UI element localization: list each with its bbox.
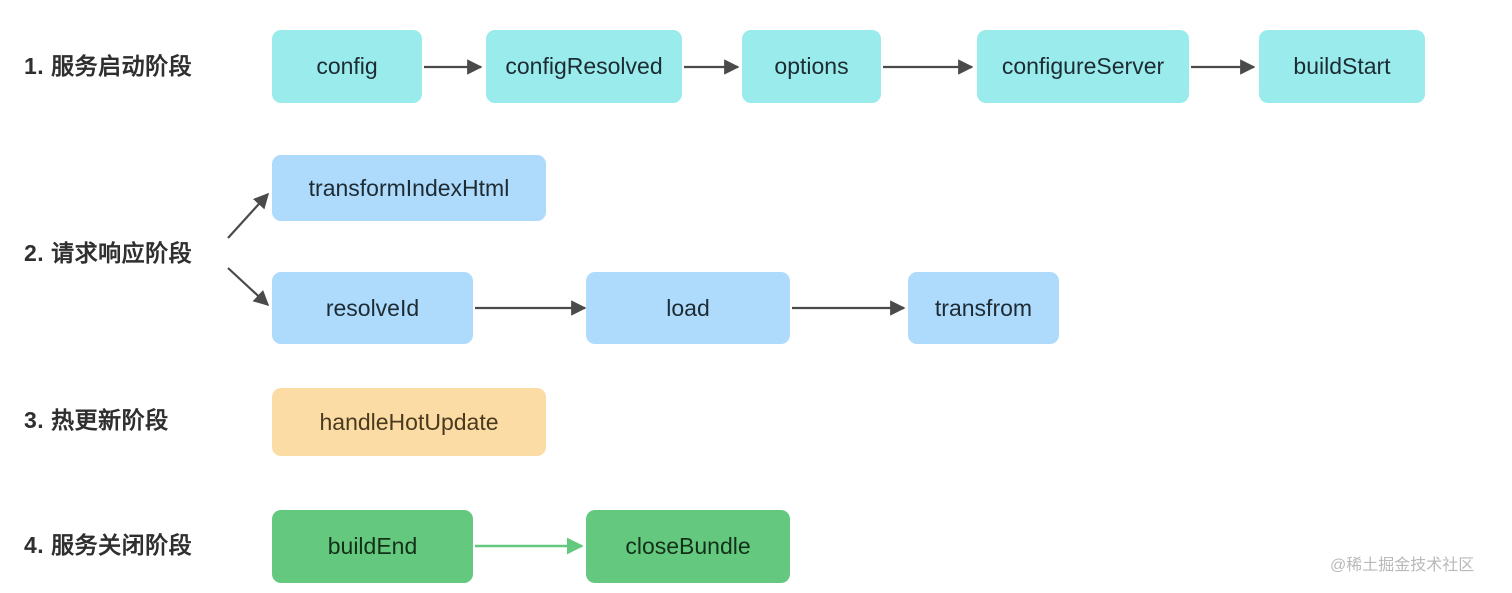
node-options[interactable]: options [742, 30, 881, 103]
node-handlehotupdate[interactable]: handleHotUpdate [272, 388, 546, 456]
arrow-branch-to-transformindexhtml [227, 192, 270, 239]
watermark: @稀土掘金技术社区 [1330, 557, 1475, 574]
node-buildstart[interactable]: buildStart [1259, 30, 1425, 103]
node-load[interactable]: load [586, 272, 790, 344]
node-closebundle[interactable]: closeBundle [586, 510, 790, 583]
stage-label-4: 4. 服务关闭阶段 [24, 532, 193, 558]
stage-label-2: 2. 请求响应阶段 [24, 240, 193, 266]
node-buildend[interactable]: buildEnd [272, 510, 473, 583]
node-transfrom[interactable]: transfrom [908, 272, 1059, 344]
node-configresolved[interactable]: configResolved [486, 30, 682, 103]
arrow-branch-to-resolveid [227, 267, 270, 307]
node-config[interactable]: config [272, 30, 422, 103]
node-configureserver[interactable]: configureServer [977, 30, 1189, 103]
stage-label-1: 1. 服务启动阶段 [24, 53, 193, 79]
node-transformindexhtml[interactable]: transformIndexHtml [272, 155, 546, 221]
stage-label-3: 3. 热更新阶段 [24, 407, 169, 433]
node-resolveid[interactable]: resolveId [272, 272, 473, 344]
